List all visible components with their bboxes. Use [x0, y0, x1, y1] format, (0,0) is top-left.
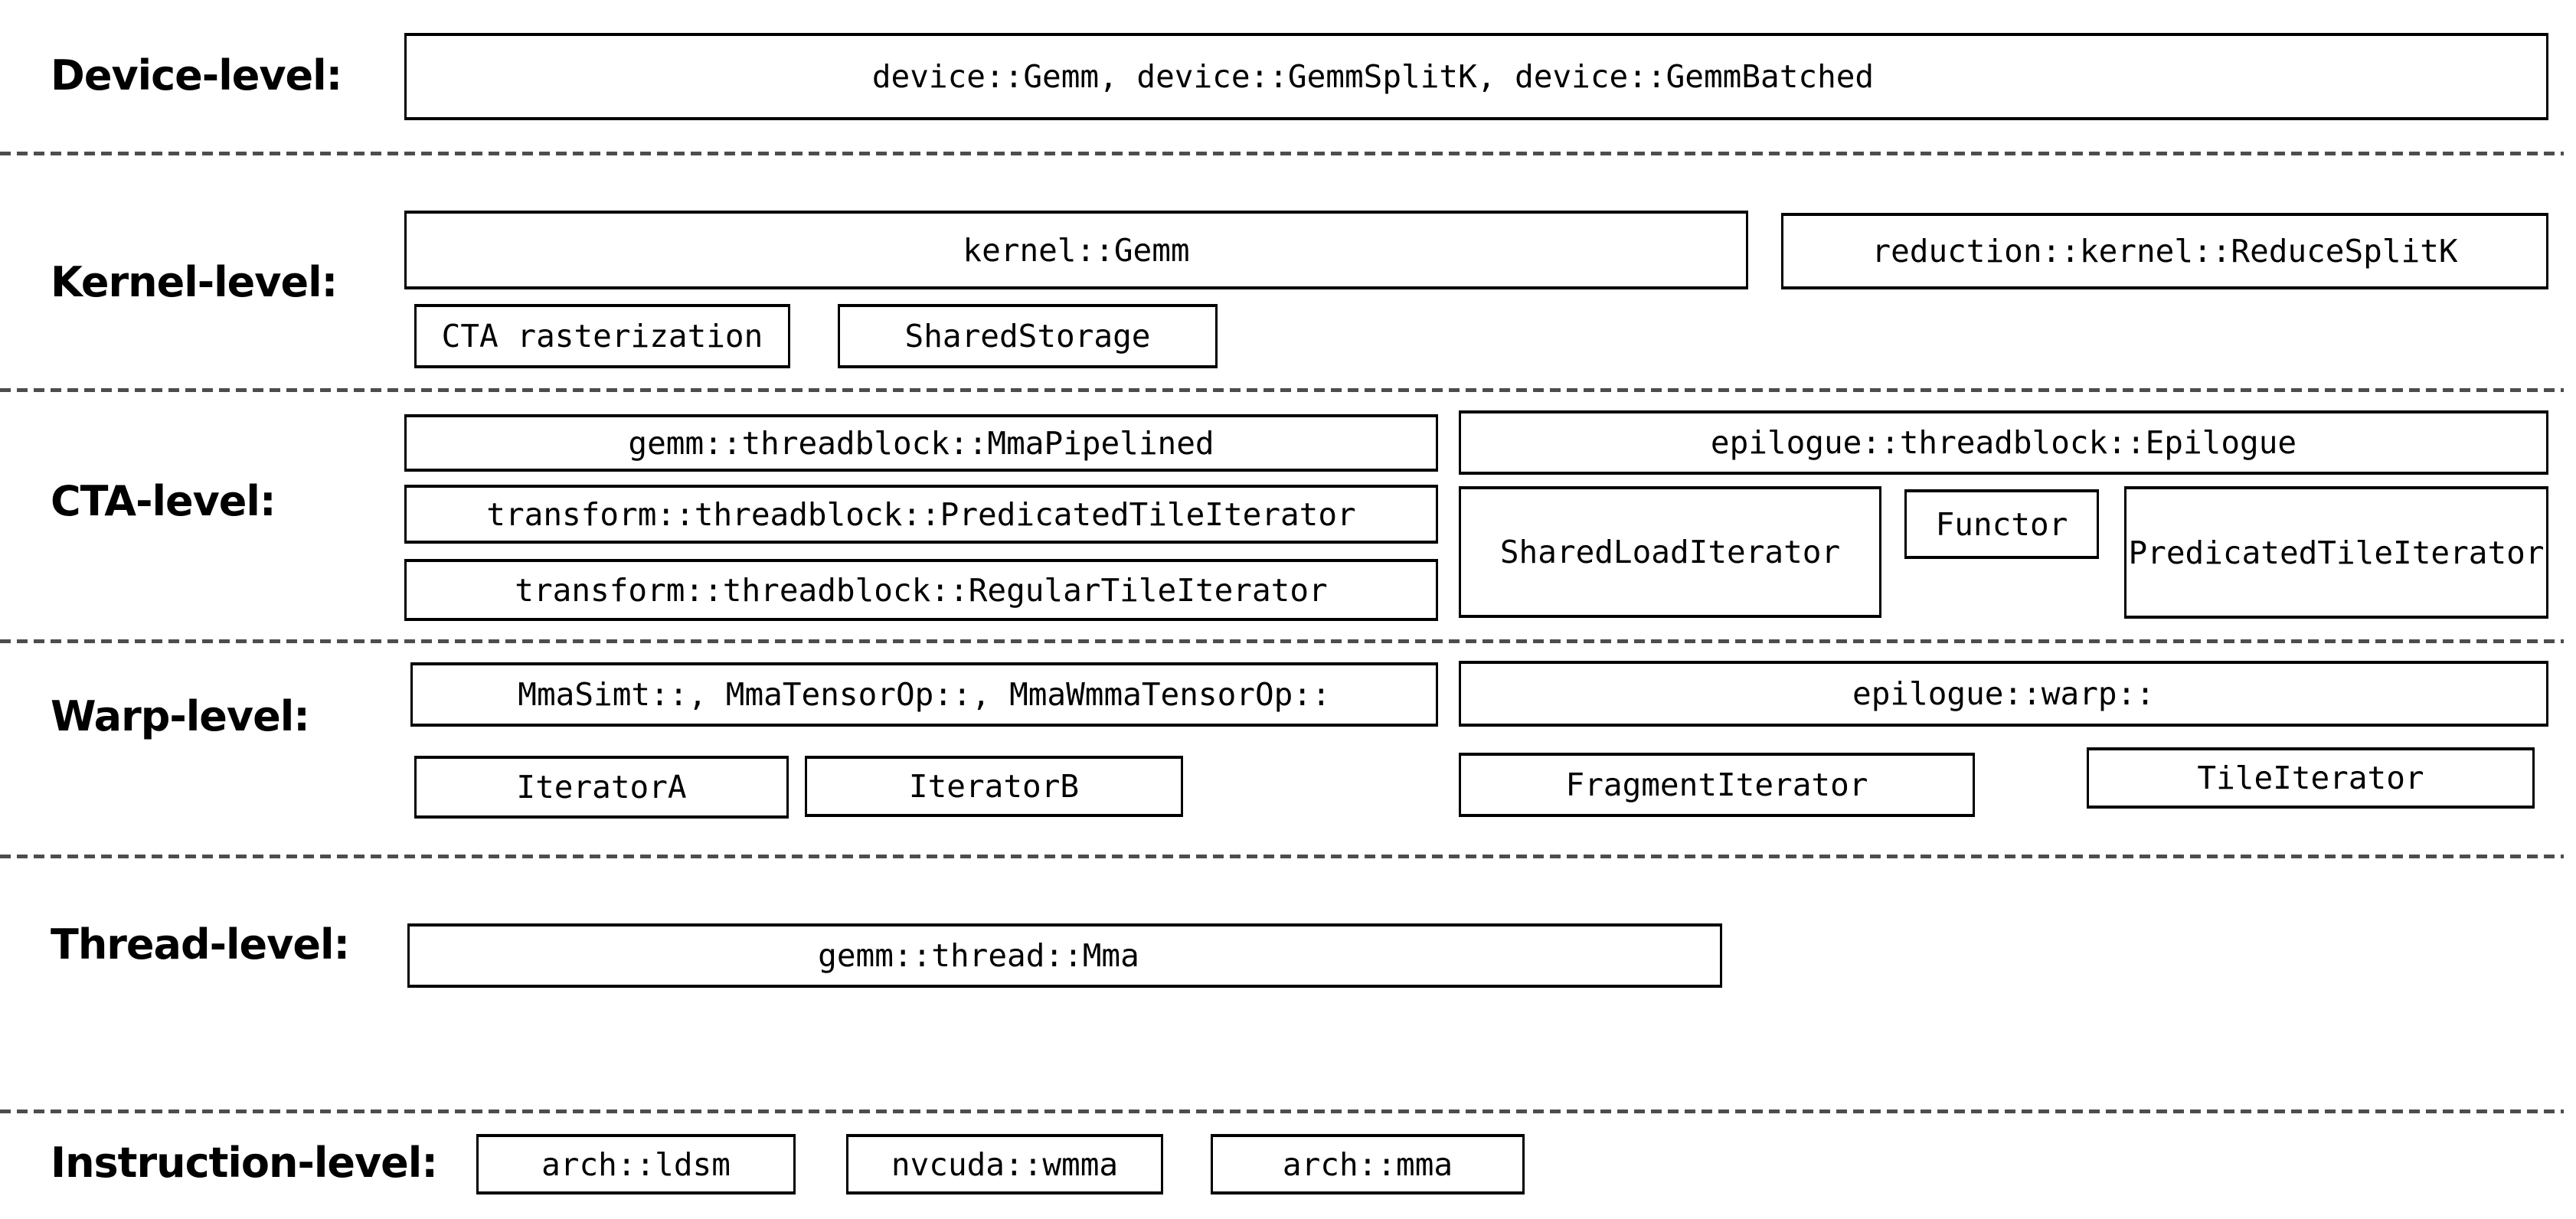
- box-nvcuda-wmma: nvcuda::wmma: [846, 1134, 1163, 1194]
- level-separator-5: [0, 1110, 2564, 1113]
- box-tile-iterator: TileIterator: [2087, 747, 2535, 809]
- box-arch-mma: arch::mma: [1211, 1134, 1525, 1194]
- box-predicated-tile-iterator-epilogue: PredicatedTileIterator: [2124, 486, 2548, 619]
- level-label-instruction: Instruction-level:: [51, 1139, 438, 1187]
- box-arch-ldsm: arch::ldsm: [476, 1134, 796, 1194]
- level-label-kernel: Kernel-level:: [51, 258, 338, 306]
- box-device-gemm-apis: device::Gemm, device::GemmSplitK, device…: [404, 33, 2548, 120]
- box-iterator-a: IteratorA: [414, 756, 789, 819]
- box-fragment-iterator: FragmentIterator: [1459, 753, 1975, 817]
- level-label-device: Device-level:: [51, 51, 342, 100]
- box-transform-threadblock-predicated-tile-iterator: transform::threadblock::PredicatedTileIt…: [404, 485, 1438, 544]
- box-iterator-b: IteratorB: [805, 756, 1183, 817]
- box-reduction-kernel-reduce-splitk: reduction::kernel::ReduceSplitK: [1781, 213, 2548, 289]
- box-functor: Functor: [1904, 489, 2099, 559]
- level-separator-2: [0, 388, 2564, 392]
- level-label-warp: Warp-level:: [51, 692, 310, 740]
- box-epilogue-threadblock-epilogue: epilogue::threadblock::Epilogue: [1459, 410, 2548, 475]
- level-label-thread: Thread-level:: [51, 920, 350, 969]
- box-cta-rasterization: CTA rasterization: [414, 304, 790, 368]
- box-gemm-threadblock-mma-pipelined: gemm::threadblock::MmaPipelined: [404, 414, 1438, 472]
- level-separator-1: [0, 152, 2564, 155]
- box-epilogue-warp: epilogue::warp::: [1459, 661, 2548, 727]
- box-gemm-thread-mma: gemm::thread::Mma: [407, 923, 1722, 988]
- box-kernel-gemm: kernel::Gemm: [404, 211, 1748, 289]
- box-shared-storage: SharedStorage: [838, 304, 1218, 368]
- box-transform-threadblock-regular-tile-iterator: transform::threadblock::RegularTileItera…: [404, 559, 1438, 621]
- level-separator-3: [0, 639, 2564, 643]
- box-warp-mma-variants: MmaSimt::, MmaTensorOp::, MmaWmmaTensorO…: [410, 662, 1438, 727]
- level-separator-4: [0, 855, 2564, 858]
- box-shared-load-iterator: SharedLoadIterator: [1459, 486, 1881, 618]
- level-label-cta: CTA-level:: [51, 477, 276, 525]
